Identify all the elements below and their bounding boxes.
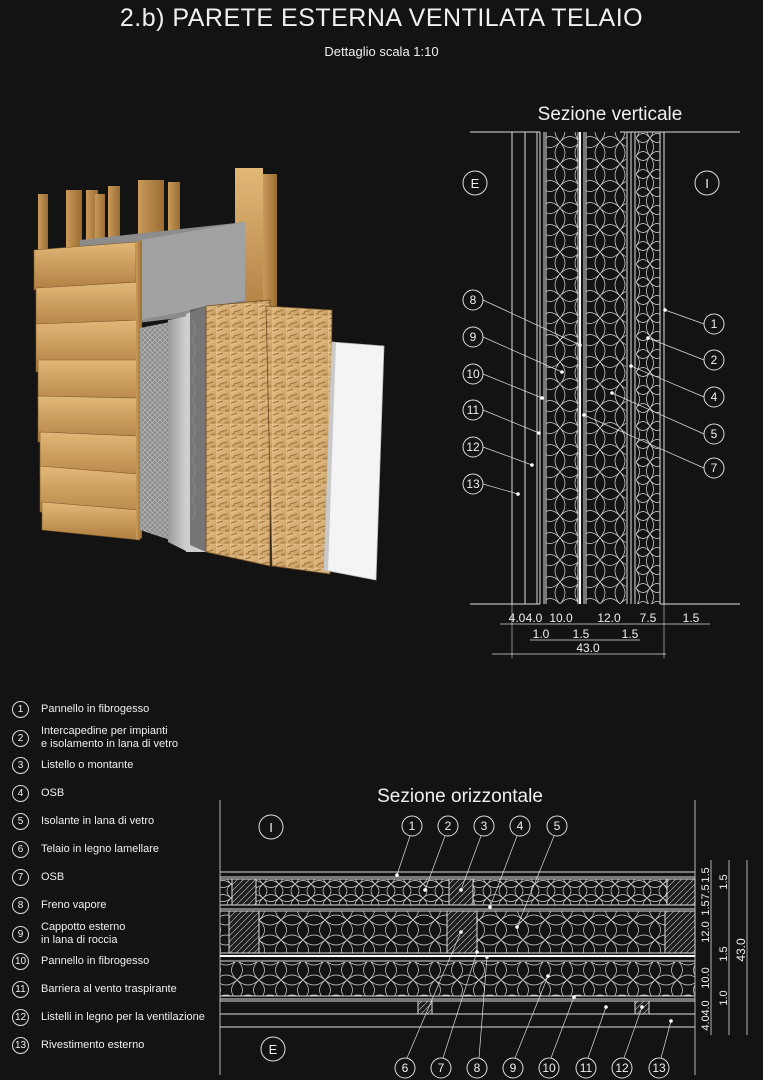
svg-text:10: 10 [466, 367, 480, 381]
horizontal-callouts-top: 1 2 3 4 5 [395, 815, 568, 929]
svg-text:1.5: 1.5 [700, 900, 712, 915]
svg-text:4.0: 4.0 [700, 1015, 712, 1030]
svg-text:13: 13 [466, 477, 480, 491]
page-subtitle: Dettaglio scala 1:10 [324, 44, 439, 59]
horizontal-dimensions: 1.5 7.5 1.5 1.5 12.0 1.5 10.0 1.0 4.0 4.… [700, 860, 748, 1035]
cladding-boards [33, 240, 142, 541]
svg-text:9: 9 [510, 1061, 517, 1075]
vertical-outside-label: E [471, 176, 480, 191]
svg-text:1.0: 1.0 [718, 990, 730, 1005]
svg-text:8: 8 [470, 293, 477, 307]
svg-text:1.5: 1.5 [718, 874, 730, 889]
svg-text:11: 11 [580, 1061, 593, 1075]
svg-text:1.5: 1.5 [700, 867, 712, 882]
vertical-section-title: Sezione verticale [537, 104, 683, 125]
svg-text:12: 12 [466, 440, 480, 454]
svg-text:8: 8 [474, 1061, 481, 1075]
horizontal-section-drawing: I E 1 2 3 4 5 6 7 8 [219, 800, 748, 1079]
svg-text:7: 7 [438, 1061, 445, 1075]
svg-text:4.0: 4.0 [700, 1000, 712, 1015]
svg-text:5: 5 [554, 819, 561, 833]
svg-text:12.0: 12.0 [597, 611, 621, 625]
svg-text:1: 1 [711, 317, 718, 331]
svg-text:12: 12 [615, 1061, 629, 1075]
svg-text:7.5: 7.5 [700, 884, 712, 899]
svg-text:43.0: 43.0 [576, 641, 600, 655]
svg-text:5: 5 [711, 427, 718, 441]
wall-3d-illustration [33, 168, 385, 581]
svg-text:9: 9 [470, 330, 477, 344]
svg-text:4: 4 [517, 819, 524, 833]
svg-text:6: 6 [402, 1061, 409, 1075]
svg-text:7.5: 7.5 [640, 611, 657, 625]
svg-text:43.0: 43.0 [734, 938, 748, 962]
svg-text:4.0: 4.0 [509, 611, 526, 625]
svg-text:1: 1 [409, 819, 416, 833]
svg-text:2: 2 [445, 819, 452, 833]
svg-text:3: 3 [481, 819, 488, 833]
horizontal-section-title: Sezione orizzontale [377, 786, 543, 807]
vertical-callouts-right: 1 2 4 5 7 [582, 308, 725, 479]
horizontal-callouts-bottom: 6 7 8 9 10 11 12 13 [394, 930, 673, 1079]
vertical-section-drawing: E I 8 9 10 11 12 13 1 2 [462, 131, 740, 658]
vertical-inside-label: I [705, 176, 709, 191]
svg-text:1.0: 1.0 [533, 627, 550, 641]
svg-text:2: 2 [711, 353, 718, 367]
svg-text:11: 11 [467, 403, 480, 417]
svg-text:13: 13 [652, 1061, 666, 1075]
horizontal-inside-label: I [269, 820, 273, 835]
vertical-dimensions: 4.0 4.0 10.0 12.0 7.5 1.5 1.0 1.5 1.5 43… [492, 604, 710, 658]
svg-text:1.5: 1.5 [683, 611, 700, 625]
svg-text:1.5: 1.5 [622, 627, 639, 641]
svg-text:10.0: 10.0 [700, 967, 712, 988]
svg-text:10: 10 [542, 1061, 556, 1075]
horizontal-outside-label: E [269, 1042, 278, 1057]
svg-text:4: 4 [711, 390, 718, 404]
page-title: 2.b) PARETE ESTERNA VENTILATA TELAIO [119, 4, 644, 32]
svg-text:4.0: 4.0 [526, 611, 543, 625]
svg-text:12.0: 12.0 [700, 921, 712, 942]
svg-text:7: 7 [711, 461, 718, 475]
vertical-callouts-left: 8 9 10 11 12 13 [462, 289, 582, 496]
svg-text:1.5: 1.5 [718, 946, 730, 961]
svg-text:1.5: 1.5 [573, 627, 590, 641]
svg-text:10.0: 10.0 [549, 611, 573, 625]
